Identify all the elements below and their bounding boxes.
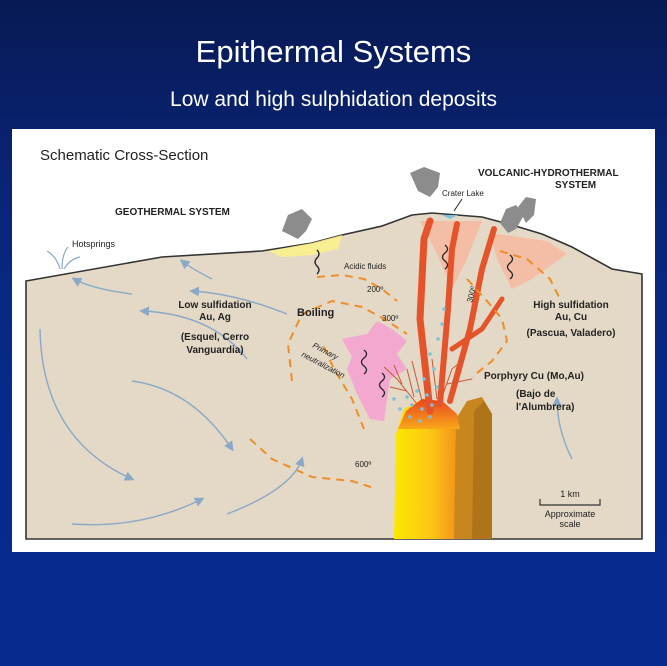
low-sulf-title: Low sulfidation bbox=[178, 300, 251, 311]
cross-section-diagram: Schematic Cross-Section GEOTHERMAL SYSTE… bbox=[25, 147, 643, 540]
scale-bar bbox=[539, 499, 601, 506]
porphyry-title: Porphyry Cu (Mo,Au) bbox=[484, 371, 584, 382]
scale-caption-2: scale bbox=[559, 519, 580, 529]
crater-lake-label: Crater Lake bbox=[442, 189, 484, 198]
sinter-zone bbox=[268, 235, 342, 257]
low-sulf-examples-2: Vanguardia) bbox=[186, 345, 243, 356]
porphyry-example-1: (Bajo de bbox=[516, 389, 556, 400]
crater-lake bbox=[442, 215, 458, 219]
steam-plume-2 bbox=[410, 167, 440, 197]
porphyry-example-2: l'Alumbrera) bbox=[516, 402, 575, 413]
neutralization-zone bbox=[342, 321, 407, 421]
fluid-dots bbox=[392, 307, 446, 423]
conduit-3 bbox=[447, 226, 497, 404]
high-sulf-title: High sulfidation bbox=[533, 300, 609, 311]
temp-300-vertical-label: 300º bbox=[465, 285, 478, 303]
groundwater-arrows bbox=[39, 259, 573, 526]
low-sulf-metals: Au, Ag bbox=[199, 312, 231, 323]
slide-subtitle: Low and high sulphidation deposits bbox=[170, 88, 497, 111]
high-sulf-metals: Au, Cu bbox=[555, 312, 587, 323]
steam-plume-1 bbox=[282, 209, 312, 239]
volcanic-label-line2: SYSTEM bbox=[555, 180, 596, 191]
geothermal-label: GEOTHERMAL SYSTEM bbox=[115, 207, 230, 218]
isotherms bbox=[249, 250, 561, 490]
magma-outer-2 bbox=[472, 401, 492, 539]
acidic-fluids-label: Acidic fluids bbox=[344, 262, 386, 271]
temp-300-label: 300º bbox=[382, 314, 398, 323]
crater-lake-arrow bbox=[453, 198, 463, 212]
high-sulf-examples: (Pascua, Valadero) bbox=[527, 328, 616, 339]
stockwork-veins bbox=[383, 358, 473, 405]
slide-title: Epithermal Systems bbox=[195, 34, 472, 69]
conduit-2 bbox=[437, 221, 460, 407]
steam-plume-4 bbox=[518, 197, 536, 223]
scale-value: 1 km bbox=[560, 489, 580, 499]
diagram-panel: Schematic Cross-Section GEOTHERMAL SYSTE… bbox=[12, 129, 655, 552]
volcanic-label-line1: VOLCANIC-HYDROTHERMAL bbox=[478, 168, 619, 179]
fluid-squiggles bbox=[314, 244, 514, 398]
diagram-heading: Schematic Cross-Section bbox=[40, 147, 208, 164]
conduit-1 bbox=[416, 217, 434, 415]
temp-600-label: 600º bbox=[355, 460, 371, 469]
boiling-label: Boiling bbox=[297, 307, 334, 319]
hotsprings-label: Hotsprings bbox=[72, 239, 116, 249]
conduit-4 bbox=[449, 296, 505, 352]
temp-200-label: 200º bbox=[367, 285, 383, 294]
hotspring-fountain bbox=[46, 246, 81, 270]
steam-plume-3 bbox=[500, 205, 524, 233]
scale-caption-1: Approximate bbox=[545, 509, 596, 519]
low-sulf-examples-1: (Esquel, Cerro bbox=[181, 332, 249, 343]
magma-intrusion bbox=[394, 399, 462, 539]
